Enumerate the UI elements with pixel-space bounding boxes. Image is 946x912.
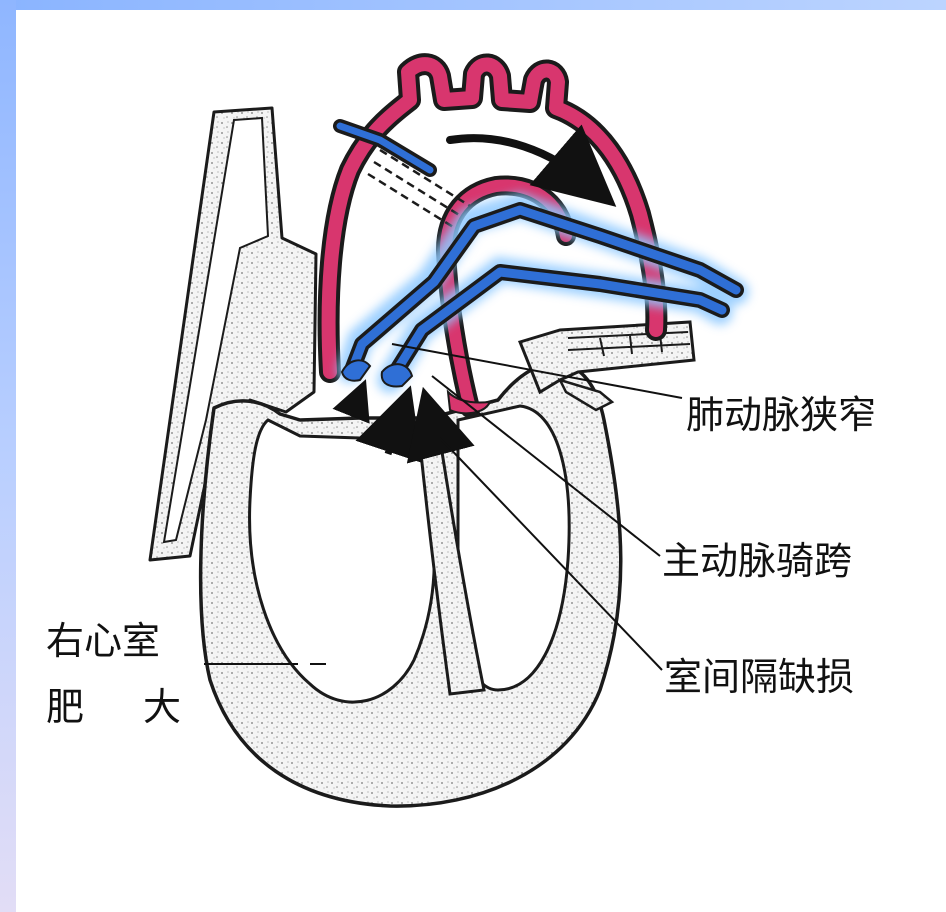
label-hypertrophy-2: 大 [143,688,181,726]
label-overriding-aorta: 主动脉骑跨 [662,542,852,580]
label-vsd: 室间隔缺损 [664,658,854,696]
label-pulmonary-stenosis: 肺动脉狭窄 [686,396,876,434]
label-hypertrophy-1: 肥 [46,688,84,726]
label-right-ventricle: 右心室 [46,622,160,660]
